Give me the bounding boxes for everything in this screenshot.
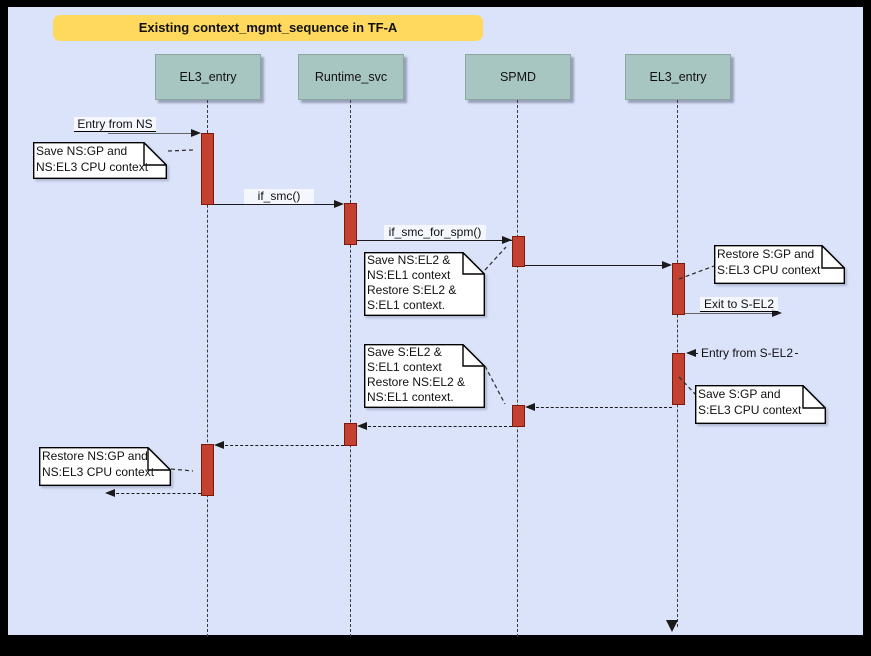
lifeline-spmd bbox=[517, 100, 518, 637]
note-connector-6 bbox=[170, 468, 194, 472]
lifeline-head-el3-entry-right: EL3_entry bbox=[625, 54, 731, 100]
arrowhead-entry-from-ns bbox=[191, 129, 201, 137]
note-fold-icon bbox=[147, 447, 171, 471]
note-line: S:EL3 CPU context bbox=[698, 403, 802, 417]
note-line: NS:EL3 CPU context bbox=[42, 465, 155, 479]
note-fold-icon bbox=[462, 344, 485, 367]
note-line: Save NS:EL2 & bbox=[367, 253, 451, 267]
activation-el3-right-1 bbox=[672, 263, 685, 315]
note-shape bbox=[39, 447, 171, 486]
diagram-title: Existing context_mgmt_sequence in TF-A bbox=[53, 15, 483, 41]
arrowhead-entry-from-s-el2 bbox=[686, 349, 696, 357]
note-save-ns-el2: Save NS:EL2 & NS:EL1 context Restore S:E… bbox=[364, 252, 485, 316]
arrowhead-exit-to-ns bbox=[105, 489, 115, 497]
note-line: Restore S:EL2 & bbox=[367, 283, 457, 297]
arrowhead-spmd-to-el3 bbox=[662, 261, 672, 269]
note-shape bbox=[695, 385, 826, 424]
arrowhead-if-smc bbox=[334, 200, 344, 208]
activation-runtime-svc-1 bbox=[344, 203, 357, 245]
activation-el3-left-2 bbox=[201, 444, 214, 496]
note-line: S:EL1 context. bbox=[367, 298, 446, 312]
note-fold-icon bbox=[143, 142, 167, 166]
lifeline-head-runtime-svc: Runtime_svc bbox=[298, 54, 404, 100]
note-line: Save NS:GP and bbox=[36, 144, 128, 158]
note-connector-2 bbox=[484, 246, 507, 271]
arrowhead-el3-to-spmd-return bbox=[525, 403, 535, 411]
message-label-entry-from-s-el2: Entry from S-EL2 bbox=[700, 346, 794, 361]
activation-el3-right-2 bbox=[672, 353, 685, 405]
note-line: Restore NS:GP and bbox=[42, 449, 148, 463]
arrowhead-spmd-to-runtime-return bbox=[357, 422, 367, 430]
note-fold-icon bbox=[821, 245, 845, 269]
note-shape bbox=[364, 252, 485, 316]
note-connector-5 bbox=[484, 365, 506, 405]
note-shape bbox=[364, 344, 485, 408]
activation-el3-left-1 bbox=[201, 133, 214, 205]
arrowhead-exit-to-s-el2 bbox=[772, 309, 782, 317]
note-line: NS:EL1 context bbox=[367, 268, 451, 282]
message-label-if-smc-for-spm: if_smc_for_spm() bbox=[384, 225, 486, 240]
note-line: NS:EL1 context. bbox=[367, 390, 454, 404]
activation-spmd-2 bbox=[512, 405, 525, 427]
lifeline-head-el3-entry-left: EL3_entry bbox=[155, 54, 261, 100]
note-line: S:EL1 context bbox=[367, 360, 442, 374]
activation-runtime-svc-2 bbox=[344, 423, 357, 446]
note-shape bbox=[714, 245, 845, 284]
arrowhead-if-smc-for-spm bbox=[502, 236, 512, 244]
lifeline-runtime-svc bbox=[350, 100, 351, 637]
message-label-entry-from-ns: Entry from NS bbox=[74, 117, 156, 132]
lifeline-el3-entry-left bbox=[207, 100, 208, 637]
message-line-exit-to-s-el2 bbox=[685, 313, 775, 314]
note-restore-s-gp: Restore S:GP and S:EL3 CPU context bbox=[714, 245, 845, 284]
arrowhead-runtime-to-el3-return bbox=[214, 441, 224, 449]
note-line: NS:EL3 CPU context bbox=[36, 160, 149, 174]
note-connector-1 bbox=[167, 149, 194, 152]
message-line-entry-from-ns bbox=[108, 133, 194, 134]
note-connector-layer bbox=[167, 149, 715, 472]
note-line: Restore NS:EL2 & bbox=[367, 375, 466, 389]
note-restore-ns-gp: Restore NS:GP and NS:EL3 CPU context bbox=[39, 447, 171, 486]
note-fold-icon bbox=[462, 252, 485, 275]
message-line-el3-to-spmd-return bbox=[531, 407, 672, 408]
message-line-if-smc-for-spm bbox=[357, 240, 512, 241]
message-label-if-smc: if_smc() bbox=[244, 189, 314, 204]
message-line-spmd-to-runtime-return bbox=[363, 426, 512, 427]
message-line-runtime-to-el3-return bbox=[220, 445, 344, 446]
note-line: S:EL3 CPU context bbox=[717, 263, 821, 277]
note-line: Save S:GP and bbox=[698, 387, 781, 401]
note-fold-icon bbox=[802, 385, 826, 409]
note-line: Save S:EL2 & bbox=[367, 345, 442, 359]
message-line-spmd-to-el3 bbox=[525, 265, 666, 266]
message-line-if-smc bbox=[214, 204, 338, 205]
note-line: Restore S:GP and bbox=[717, 247, 815, 261]
message-label-exit-to-s-el2: Exit to S-EL2 bbox=[700, 297, 778, 312]
note-save-s-el2: Save S:EL2 & S:EL1 context Restore NS:EL… bbox=[364, 344, 485, 408]
note-save-s-gp: Save S:GP and S:EL3 CPU context bbox=[695, 385, 826, 424]
note-shape bbox=[33, 142, 167, 179]
message-line-exit-to-ns bbox=[111, 493, 201, 494]
diagram-canvas: Existing context_mgmt_sequence in TF-A E… bbox=[8, 7, 863, 637]
lifeline-end-arrow-icon bbox=[666, 620, 678, 632]
note-save-ns-gp: Save NS:GP and NS:EL3 CPU context bbox=[33, 142, 167, 179]
activation-spmd-1 bbox=[512, 236, 525, 267]
lifeline-head-spmd: SPMD bbox=[465, 54, 571, 100]
